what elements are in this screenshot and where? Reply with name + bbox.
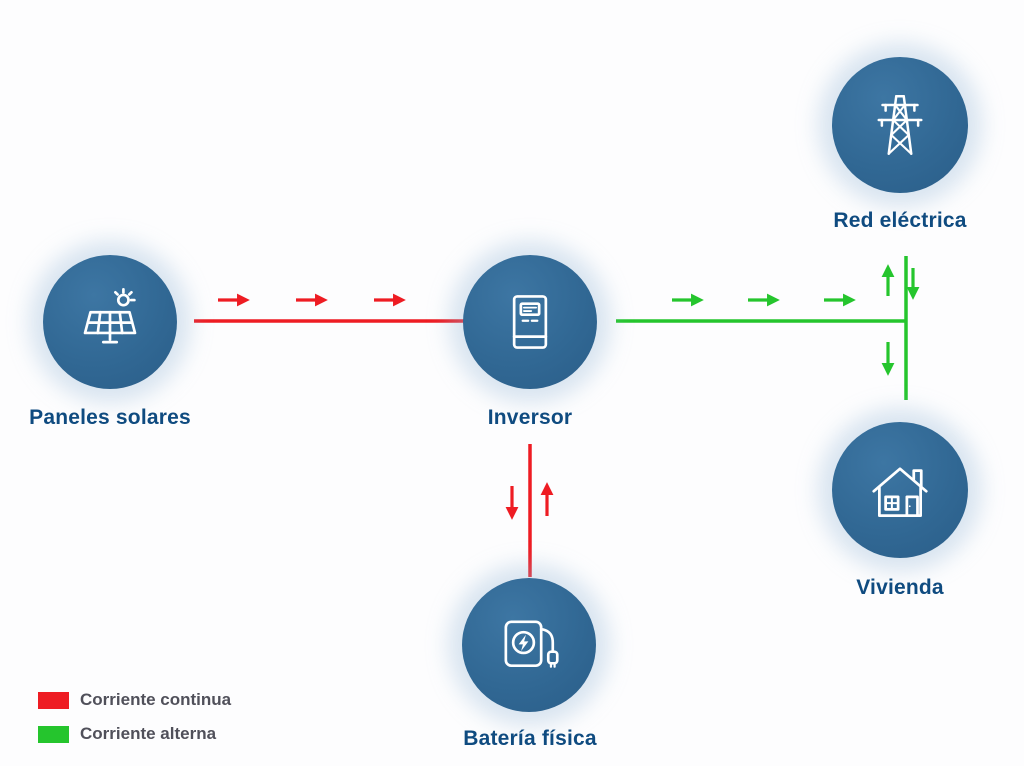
inverter-icon xyxy=(512,295,548,349)
legend-label-dc: Corriente continua xyxy=(80,690,232,709)
legend-row-ac: Corriente alterna xyxy=(38,724,231,744)
ac-flow-inverter-to-junction xyxy=(616,293,906,323)
node-paneles-solares xyxy=(43,255,177,389)
legend: Corriente continua Corriente alterna xyxy=(38,690,231,744)
ac-flow-grid-vivienda xyxy=(881,256,920,400)
house-icon xyxy=(872,467,928,517)
node-bateria-fisica xyxy=(462,578,596,712)
battery-icon xyxy=(504,620,559,668)
node-vivienda xyxy=(832,422,968,558)
node-label-vivienda: Vivienda xyxy=(856,576,944,599)
solar-panel-icon xyxy=(83,287,137,344)
transmission-tower-icon xyxy=(877,95,923,155)
node-label-bateria-fisica: Batería física xyxy=(463,727,597,750)
node-label-paneles-solares: Paneles solares xyxy=(29,406,191,429)
node-label-red-electrica: Red eléctrica xyxy=(833,209,967,232)
node-inversor xyxy=(463,255,597,389)
dc-flow-panels-to-inverter xyxy=(194,293,464,323)
legend-row-dc: Corriente continua xyxy=(38,690,231,710)
dc-color-swatch xyxy=(38,691,69,709)
ac-color-swatch xyxy=(38,725,69,743)
dc-flow-inverter-battery xyxy=(505,444,554,577)
legend-label-ac: Corriente alterna xyxy=(80,724,217,743)
node-label-inversor: Inversor xyxy=(487,406,573,429)
node-red-electrica xyxy=(832,57,968,193)
